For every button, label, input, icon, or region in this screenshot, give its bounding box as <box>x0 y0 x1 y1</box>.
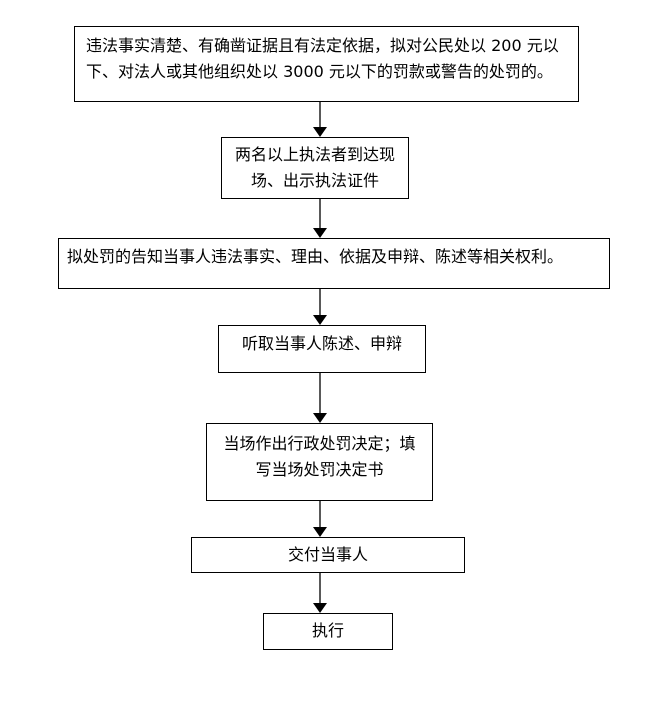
arrow-head <box>313 603 327 613</box>
flow-arrow-down-icon <box>313 501 327 537</box>
arrow-stem <box>319 102 321 127</box>
arrow-stem <box>319 373 321 413</box>
flow-node-condition: 违法事实清楚、有确凿证据且有法定依据，拟对公民处以 200 元以下、对法人或其他… <box>74 26 579 102</box>
flow-node-deliver-to-party: 交付当事人 <box>191 537 465 573</box>
arrow-stem <box>319 289 321 315</box>
arrow-stem <box>319 573 321 603</box>
flow-arrow-down-icon <box>313 102 327 137</box>
arrow-head <box>313 315 327 325</box>
flow-node-inform-rights: 拟处罚的告知当事人违法事实、理由、依据及申辩、陈述等相关权利。 <box>58 238 610 289</box>
flow-node-arrive-show-credentials: 两名以上执法者到达现场、出示执法证件 <box>221 137 409 199</box>
arrow-head <box>313 127 327 137</box>
flow-arrow-down-icon <box>313 289 327 325</box>
arrow-head <box>313 413 327 423</box>
arrow-head <box>313 228 327 238</box>
flow-arrow-down-icon <box>313 573 327 613</box>
flow-node-execute: 执行 <box>263 613 393 650</box>
arrow-stem <box>319 199 321 228</box>
flow-arrow-down-icon <box>313 199 327 238</box>
arrow-stem <box>319 501 321 527</box>
flow-arrow-down-icon <box>313 373 327 423</box>
flow-node-hear-statement: 听取当事人陈述、申辩 <box>218 325 426 373</box>
flow-node-make-decision: 当场作出行政处罚决定；填写当场处罚决定书 <box>206 423 433 501</box>
arrow-head <box>313 527 327 537</box>
